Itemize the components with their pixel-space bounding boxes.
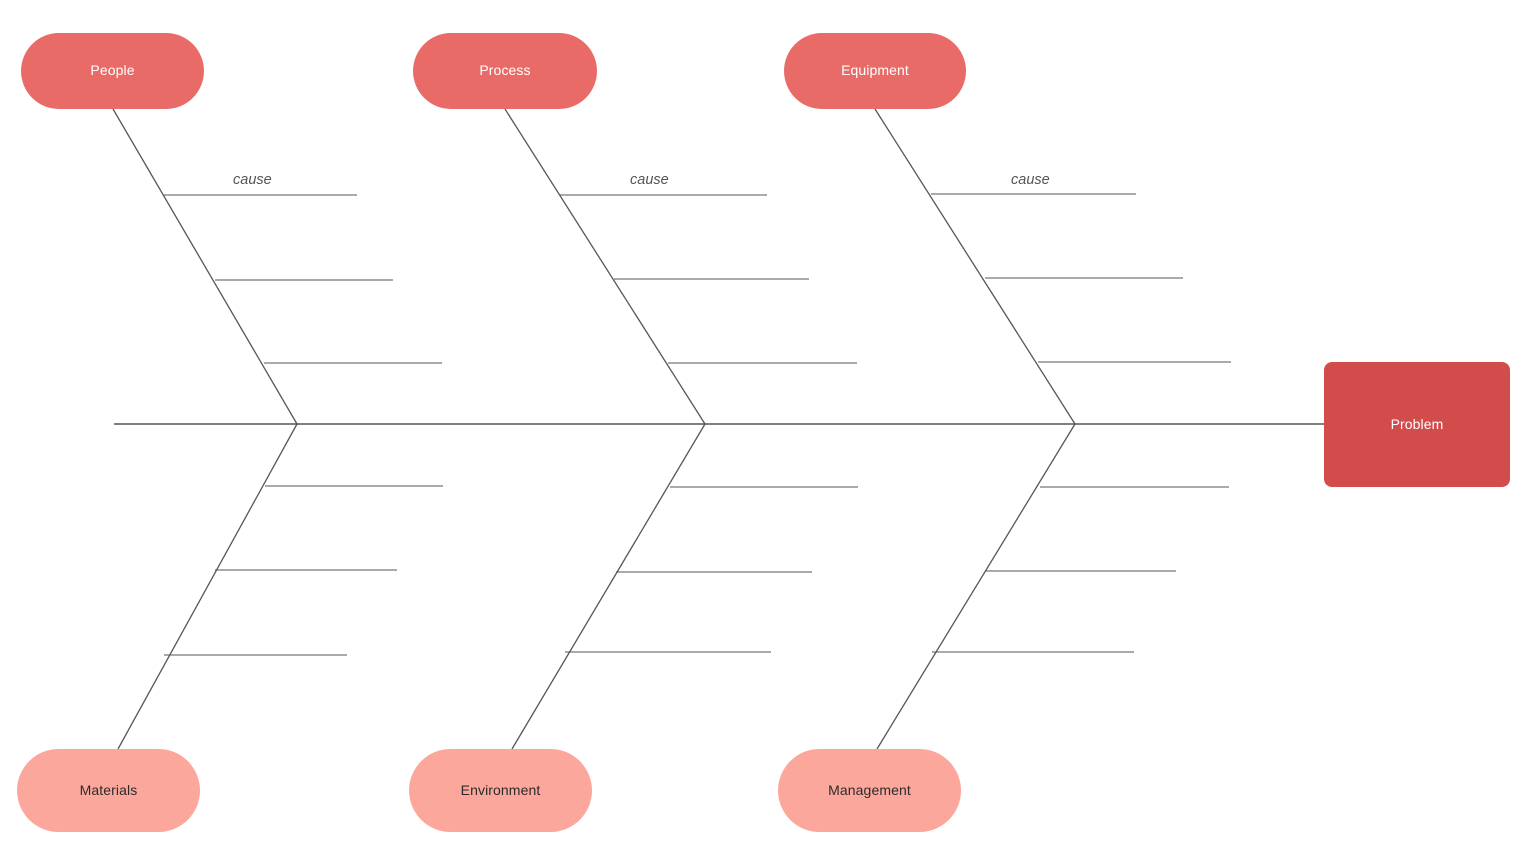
category-bone-management bbox=[876, 423, 1076, 750]
cause-label-equipment: cause bbox=[1011, 172, 1050, 188]
cause-label-people: cause bbox=[233, 172, 272, 188]
category-bone-people bbox=[112, 108, 298, 425]
category-node-management[interactable]: Management bbox=[778, 749, 961, 832]
category-node-process-label: Process bbox=[479, 62, 531, 79]
category-node-materials[interactable]: Materials bbox=[17, 749, 200, 832]
category-node-people[interactable]: People bbox=[21, 33, 204, 109]
category-bone-environment bbox=[511, 423, 706, 750]
category-node-equipment[interactable]: Equipment bbox=[784, 33, 966, 109]
category-bone-materials bbox=[117, 423, 298, 750]
lines-group bbox=[112, 108, 1324, 750]
cause-label-process: cause bbox=[630, 172, 669, 188]
category-bone-process bbox=[504, 108, 706, 425]
problem-node-label: Problem bbox=[1390, 415, 1444, 432]
category-node-materials-label: Materials bbox=[79, 781, 138, 798]
category-node-environment[interactable]: Environment bbox=[409, 749, 592, 832]
category-node-equipment-label: Equipment bbox=[841, 62, 909, 79]
category-node-process[interactable]: Process bbox=[413, 33, 597, 109]
problem-node[interactable]: Problem bbox=[1324, 362, 1510, 487]
category-node-management-label: Management bbox=[828, 781, 911, 798]
category-node-environment-label: Environment bbox=[460, 781, 541, 798]
category-bone-equipment bbox=[874, 108, 1076, 425]
category-node-people-label: People bbox=[90, 62, 135, 79]
